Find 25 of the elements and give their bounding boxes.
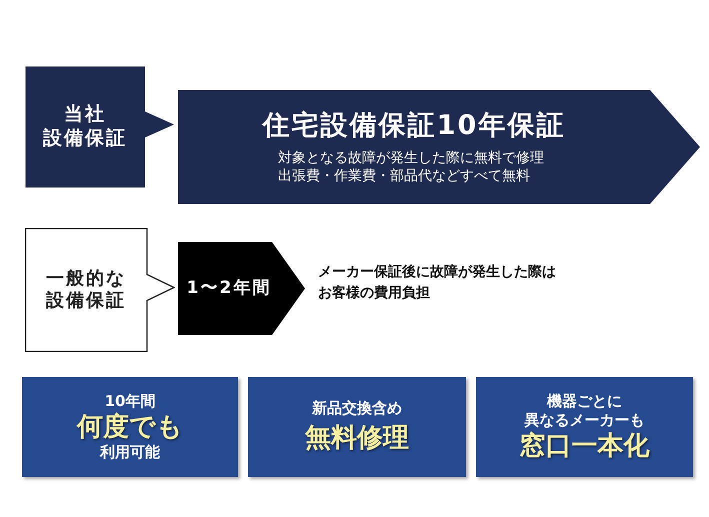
arrow-tag <box>178 242 305 335</box>
callout-box <box>25 228 175 352</box>
panel-heading: 何度でも <box>75 410 184 444</box>
feature-panel <box>22 377 238 477</box>
tag-label: 1〜2年間 <box>186 278 272 300</box>
box-label: 当社 <box>63 103 107 127</box>
feature-panel <box>476 377 693 477</box>
note-text: お客様の費用負担 <box>318 284 431 303</box>
banner-heading: 住宅設備保証10年保証 <box>260 108 566 142</box>
panel-text: 利用可能 <box>98 443 161 462</box>
panel-text: 新品交換含め <box>310 399 403 418</box>
note-text: メーカー保証後に故障が発生した際は <box>318 263 556 282</box>
box-label: 一般的な <box>45 268 127 290</box>
callout-box <box>25 66 175 188</box>
panel-text: 異なるメーカーも <box>524 410 646 430</box>
box-label: 設備保証 <box>44 290 127 312</box>
banner-text: 対象となる故障が発生した際に無料で修理 <box>277 150 545 168</box>
panel-text: 機器ごとに <box>546 392 623 411</box>
box-label: 設備保証 <box>42 127 128 151</box>
panel-heading: 窓口一本化 <box>518 430 650 462</box>
panel-heading: 無料修理 <box>304 422 410 455</box>
panel-text: 10年間 <box>104 392 156 411</box>
banner-text: 出張費・作業費・部品代などすべて無料 <box>277 168 531 186</box>
arrow-banner <box>178 90 700 204</box>
feature-panel <box>248 377 466 477</box>
